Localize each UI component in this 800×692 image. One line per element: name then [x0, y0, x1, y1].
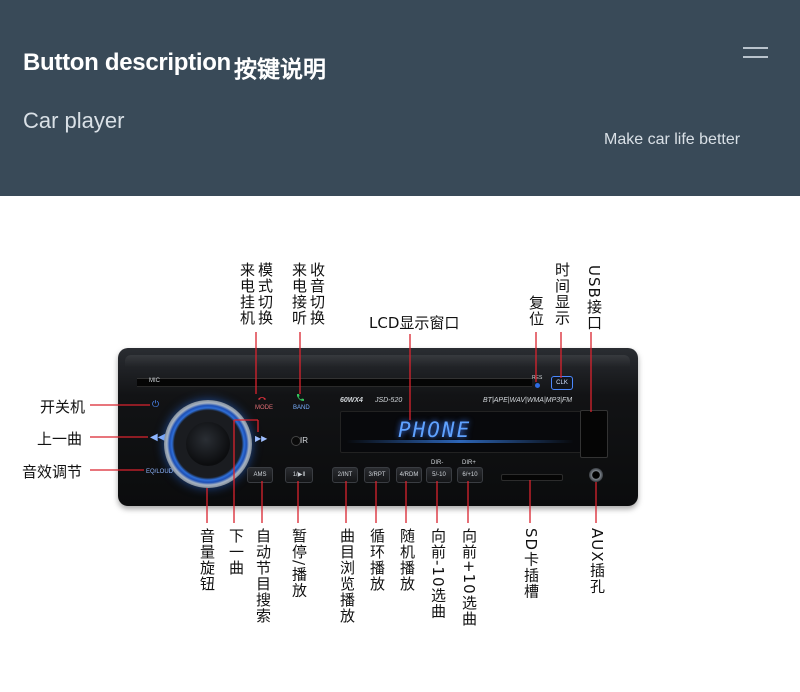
- mode-button-label[interactable]: MODE: [255, 405, 273, 411]
- int-button[interactable]: 2/INT: [332, 467, 358, 483]
- label-time: 时间显示: [553, 262, 571, 326]
- label-volume-knob: 音量旋钮: [198, 528, 216, 592]
- previous-track-icon[interactable]: ◀◀: [150, 432, 166, 443]
- usb-port[interactable]: [580, 410, 608, 458]
- eq-loud-label[interactable]: EQ/LOUD: [146, 469, 174, 475]
- label-prev: 上一曲: [37, 430, 83, 448]
- disc-slot: [137, 378, 532, 387]
- label-hangup: 来电挂机: [238, 262, 256, 326]
- hamburger-menu-icon[interactable]: [743, 46, 768, 60]
- reset-button[interactable]: [535, 383, 540, 388]
- label-mode: 模式切换: [256, 262, 274, 326]
- label-radio: 收音切换: [308, 262, 326, 326]
- sd-card-slot[interactable]: [501, 474, 563, 481]
- plus10-button[interactable]: 6/+10: [457, 467, 483, 483]
- lcd-text: PHONE: [398, 418, 472, 442]
- tagline: Make car life better: [604, 131, 741, 148]
- label-usb: USB接口: [585, 265, 603, 331]
- label-plus10: 向前+10选曲: [460, 528, 478, 627]
- label-minus10: 向前-10选曲: [429, 528, 447, 620]
- lcd-glow-bar: [346, 440, 574, 443]
- label-reset: 复位: [527, 295, 545, 327]
- label-sd-slot: SD卡插槽: [522, 528, 540, 600]
- rdm-button[interactable]: 4/RDM: [396, 467, 422, 483]
- band-button-label[interactable]: BAND: [293, 405, 310, 411]
- label-pause-play: 暂停/播放: [290, 528, 308, 599]
- label-browse: 曲目浏览播放: [338, 528, 356, 624]
- power-icon[interactable]: ⏻: [152, 400, 160, 410]
- label-aux: AUX插孔: [588, 528, 606, 595]
- volume-knob-center: [186, 422, 230, 466]
- formats-label: BT|APE|WAV|WMA|MP3|FM: [483, 397, 573, 404]
- wattage-label: 60WX4: [340, 397, 363, 404]
- clk-button[interactable]: CLK: [551, 376, 573, 390]
- label-repeat: 循环播放: [368, 528, 386, 592]
- next-track-icon[interactable]: ▶▶: [255, 434, 268, 443]
- dir-minus-label: DIR-: [431, 460, 444, 466]
- label-lcd: LCD显示窗口: [369, 314, 460, 332]
- ams-button[interactable]: AMS: [247, 467, 273, 483]
- page-title-chinese: 按键说明: [234, 57, 326, 83]
- ir-sensor: [291, 436, 301, 446]
- minus10-button[interactable]: 5/-10: [426, 467, 452, 483]
- panel-highlight: [125, 355, 630, 367]
- mic-label: MIC: [149, 378, 160, 384]
- model-label: JSD-520: [375, 397, 403, 404]
- lcd-display: [340, 411, 582, 453]
- label-answer: 来电接听: [290, 262, 308, 326]
- aux-jack[interactable]: [589, 468, 603, 482]
- label-power: 开关机: [40, 398, 86, 416]
- label-random: 随机播放: [398, 528, 416, 592]
- page-subtitle: Car player: [23, 108, 125, 133]
- label-next: 下一曲: [227, 528, 245, 576]
- res-label: RES: [532, 375, 543, 381]
- play-pause-button[interactable]: 1/▶Ⅱ: [285, 467, 313, 483]
- page-title: Button description: [23, 49, 231, 76]
- phone-hangup-icon: [258, 397, 266, 400]
- dir-plus-label: DIR+: [462, 460, 476, 466]
- label-auto-search: 自动节目搜索: [254, 528, 272, 624]
- ir-label: IR: [300, 436, 308, 445]
- phone-answer-icon: [297, 394, 304, 401]
- header-banner: Button description 按键说明 Car player Make …: [0, 0, 800, 196]
- rpt-button[interactable]: 3/RPT: [364, 467, 390, 483]
- label-sound-adjust: 音效调节: [22, 463, 83, 481]
